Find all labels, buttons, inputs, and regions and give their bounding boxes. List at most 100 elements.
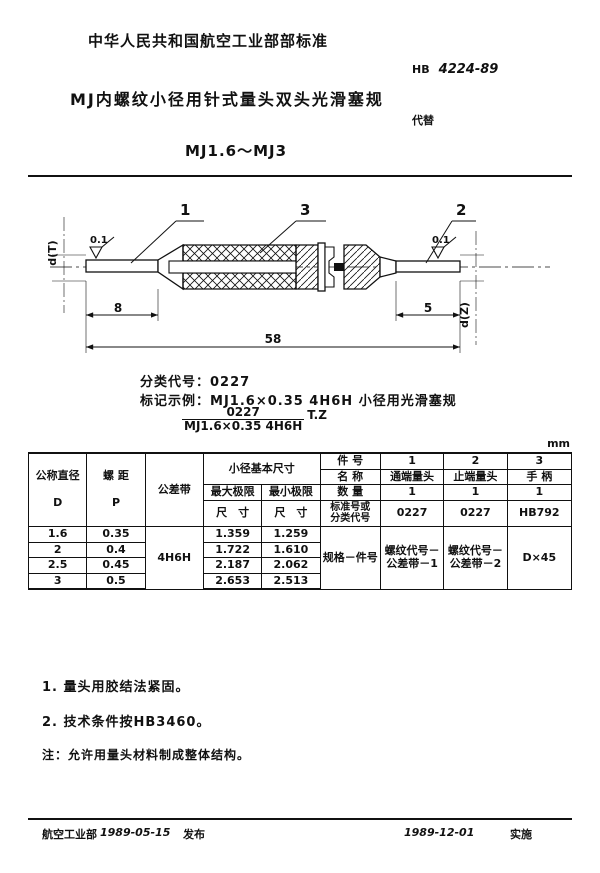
note-1: 1. 量头用胶结法紧固。 xyxy=(42,680,190,695)
issuing-organization: 中华人民共和国航空工业部部标准 xyxy=(88,32,329,50)
svg-text:0.1: 0.1 xyxy=(432,235,450,246)
svg-text:0.1: 0.1 xyxy=(90,235,108,246)
row-nominal-diameter: 3 xyxy=(27,572,88,591)
table-row: 3 0.5 2.653 2.513 xyxy=(27,572,572,591)
svg-text:d(Z): d(Z) xyxy=(458,302,471,328)
header-part-no: 件 号 xyxy=(319,451,381,470)
part-name-2: 止端量头 xyxy=(443,468,508,486)
marking-example-line: 标记示例：MJ1.6×0.35 4H6H 小径用光滑塞规 xyxy=(140,390,457,409)
footer-issuer: 航空工业部 xyxy=(42,828,97,841)
svg-text:1: 1 xyxy=(180,201,190,219)
note-2: 2. 技术条件按HB3460。 xyxy=(42,715,211,730)
fraction-denominator: MJ1.6×0.35 4H6H xyxy=(182,418,305,433)
row-min-limit: 1.610 xyxy=(261,541,321,559)
svg-text:8: 8 xyxy=(114,301,122,315)
footer-effective-date: 1989-12-01 xyxy=(404,826,475,839)
classification-code-value: 0227 xyxy=(210,375,251,390)
svg-text:d(T): d(T) xyxy=(46,240,59,265)
classification-code-label: 分类代号： xyxy=(140,375,211,390)
row-pitch: 0.5 xyxy=(86,572,146,591)
part-name-1: 通端量头 xyxy=(379,468,445,486)
row-min-limit: 1.259 xyxy=(261,525,321,543)
row-nominal-diameter: 1.6 xyxy=(27,525,88,543)
spec-row-part3: D×45 xyxy=(506,525,573,590)
row-tolerance-band: 4H6H xyxy=(144,525,204,590)
marking-fraction: 0227 MJ1.6×0.35 4H6H T.Z xyxy=(182,406,327,432)
table-header-row-3: 最大极限 最小极限 数 量 1 1 1 xyxy=(29,484,573,501)
row-max-limit: 1.722 xyxy=(202,541,263,559)
svg-text:5: 5 xyxy=(424,301,432,315)
header-minor-diameter-basic: 小径基本尺寸 xyxy=(202,452,321,486)
notes-section: 1. 量头用胶结法紧固。 2. 技术条件按HB3460。 注：允许用量头材料制成… xyxy=(42,676,250,763)
spec-row-part1-line1: 螺纹代号－ xyxy=(384,544,440,558)
header-min-limit: 最小极限 xyxy=(261,484,321,501)
svg-text:58: 58 xyxy=(265,332,282,346)
footer-effective-label: 实施 xyxy=(510,828,532,841)
row-max-limit: 1.359 xyxy=(202,525,263,543)
table-header-row-1: 公称直径 D 螺 距 P 公差带 小径基本尺寸 件 号 1 2 xyxy=(27,451,573,527)
row-nominal-diameter: 2 xyxy=(27,541,88,559)
specification-table: 公称直径 D 螺 距 P 公差带 小径基本尺寸 件 号 1 2 xyxy=(27,451,573,591)
part-qty-2: 1 xyxy=(443,484,508,501)
spec-row-part2-line1: 螺纹代号－ xyxy=(447,544,503,558)
footer-issue-date: 1989-05-15 xyxy=(100,826,171,839)
spec-row-part2: 螺纹代号－ 公差带－2 xyxy=(443,525,508,590)
standard-number: HB 4224-89 xyxy=(412,62,498,77)
header-part-name: 名 称 xyxy=(319,468,381,486)
row-pitch: 0.45 xyxy=(86,557,146,574)
part-qty-3: 1 xyxy=(506,484,573,501)
page-title: MJ内螺纹小径用针式量头双头光滑塞规 xyxy=(70,90,384,109)
spec-range: MJ1.6～MJ3 xyxy=(185,142,288,160)
table-row: 1.6 0.35 4H6H 1.359 1.259 规格－件号 螺纹代号－ 公差… xyxy=(27,525,573,590)
header-standard-or-class-line1: 标准号或 xyxy=(330,501,371,513)
header-nominal-diameter-text: 公称直径 xyxy=(35,469,80,483)
gauge-assembly-drawing: d(T) d(Z) 0.1 0.1 1 3 2 xyxy=(28,195,572,370)
standard-number-value: 4224-89 xyxy=(438,62,499,77)
header-divider xyxy=(28,175,572,177)
footer-publish-label: 发布 xyxy=(183,828,205,841)
header-max-limit-size: 尺 寸 xyxy=(202,499,263,527)
fraction-suffix: T.Z xyxy=(307,408,327,422)
replaces-label: 代替 xyxy=(412,114,434,127)
header-pitch-text: 螺 距 xyxy=(103,469,129,483)
spec-row-part2-line2: 公差带－2 xyxy=(449,556,502,570)
svg-text:2: 2 xyxy=(456,201,466,219)
row-min-limit: 2.062 xyxy=(261,557,321,574)
table-header-row-4: 尺 寸 尺 寸 标准号或 分类代号 0227 0227 HB792 xyxy=(29,499,573,527)
marking-example-value: MJ1.6×0.35 4H6H 小径用光滑塞规 xyxy=(210,394,457,409)
header-standard-or-class: 标准号或 分类代号 xyxy=(319,499,381,527)
header-pitch-symbol: P xyxy=(111,495,120,509)
row-max-limit: 2.653 xyxy=(202,572,263,591)
part-code-2: 0227 xyxy=(443,499,508,527)
part-qty-1: 1 xyxy=(379,484,445,501)
header-pitch: 螺 距 P xyxy=(86,451,146,527)
part-no-2: 2 xyxy=(443,451,508,470)
header-quantity: 数 量 xyxy=(319,484,381,501)
spec-row-part1-line2: 公差带－1 xyxy=(386,556,438,570)
svg-text:3: 3 xyxy=(300,201,310,219)
fraction-numerator: 0227 xyxy=(226,405,260,419)
classification-code-line: 分类代号：0227 xyxy=(140,371,250,390)
note-3: 注：允许用量头材料制成整体结构。 xyxy=(42,748,251,762)
table-header-row-2: 名 称 通端量头 止端量头 手 柄 xyxy=(29,468,573,486)
spec-row-part1: 螺纹代号－ 公差带－1 xyxy=(379,525,445,590)
header-standard-or-class-line2: 分类代号 xyxy=(330,513,371,525)
row-nominal-diameter: 2.5 xyxy=(27,557,88,574)
header-min-limit-size: 尺 寸 xyxy=(261,499,321,527)
table-unit-label: mm xyxy=(547,437,570,450)
row-min-limit: 2.513 xyxy=(261,572,321,591)
fraction-body: 0227 MJ1.6×0.35 4H6H xyxy=(182,405,305,433)
standard-prefix: HB xyxy=(412,63,430,76)
part-code-3: HB792 xyxy=(506,499,573,527)
header-max-limit: 最大极限 xyxy=(202,484,263,501)
footer-divider xyxy=(28,818,572,820)
row-pitch: 0.35 xyxy=(86,525,146,543)
part-no-1: 1 xyxy=(379,451,445,470)
row-max-limit: 2.187 xyxy=(202,557,263,574)
header-tolerance-band: 公差带 xyxy=(144,451,204,527)
part-name-3: 手 柄 xyxy=(506,468,573,486)
part-no-3: 3 xyxy=(506,451,573,470)
part-code-1: 0227 xyxy=(379,499,445,527)
row-pitch: 0.4 xyxy=(86,541,146,559)
marking-example-label: 标记示例： xyxy=(140,394,211,409)
